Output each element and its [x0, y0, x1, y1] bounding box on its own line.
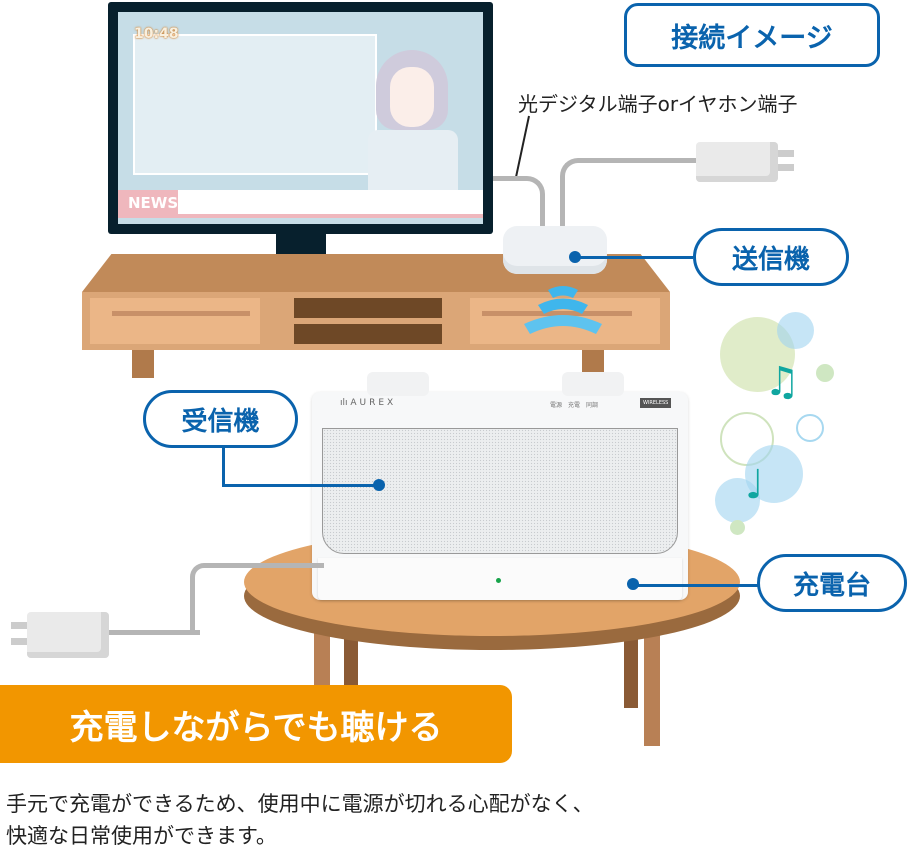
- music-decoration: ♫ ♩: [700, 300, 908, 540]
- input-terminal-label: 光デジタル端子orイヤホン端子: [518, 92, 798, 116]
- tv-clock: 10:48: [134, 26, 179, 42]
- tv-screen: 10:48 NEWS: [118, 12, 483, 224]
- audio-cable: [493, 176, 545, 236]
- music-note-icon: ♩: [745, 462, 764, 508]
- wireless-waves-icon: [524, 286, 602, 334]
- charger-cable: [190, 563, 324, 635]
- receiver-device: ılı AUREX 電源 充電 同調 WIRELESS: [312, 372, 688, 600]
- headline: 充電しながらでも聴ける: [69, 707, 443, 748]
- ac-adapter-top: [696, 142, 778, 182]
- indicators: 電源 充電 同調: [550, 402, 599, 409]
- charging-base: [318, 558, 682, 600]
- transmitter-device: [503, 226, 607, 274]
- page-title: 接続イメージ: [671, 22, 833, 54]
- wireless-badge: WIRELESS: [640, 398, 672, 408]
- news-ticker: NEWS: [118, 190, 483, 218]
- transmitter-label-box: 送信機: [693, 228, 849, 286]
- title-box: 接続イメージ: [624, 3, 880, 67]
- music-note-icon: ♫: [764, 359, 800, 405]
- receiver-label-box: 受信機: [143, 390, 298, 448]
- speaker-grille: [322, 428, 678, 554]
- brand-logo: ılı AUREX: [340, 398, 397, 408]
- description: 手元で充電ができるため、使用中に電源が切れる心配がなく、 快適な日常使用ができま…: [6, 792, 594, 848]
- power-cable: [560, 158, 700, 236]
- ac-adapter-bottom: [27, 612, 109, 658]
- charger-label-box: 充電台: [757, 554, 907, 612]
- led-indicator: [496, 578, 501, 583]
- headline-banner: 充電しながらでも聴ける: [0, 685, 512, 763]
- tv: 10:48 NEWS: [108, 2, 493, 264]
